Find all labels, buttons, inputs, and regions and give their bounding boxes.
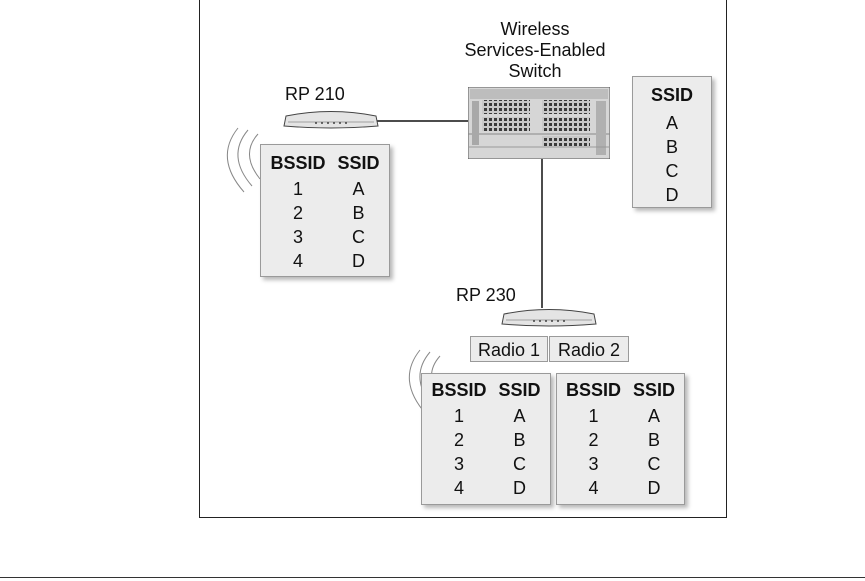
bssid-cell: 1 — [588, 405, 599, 426]
table-row: 3 C — [264, 225, 385, 249]
ssid-cell: A — [513, 405, 526, 426]
ssid-cell: A — [648, 405, 661, 426]
switch-ssid-panel: SSID A B C D — [632, 76, 712, 208]
bssid-cell: 3 — [453, 453, 464, 474]
switch-ssid-item: A — [665, 113, 678, 133]
table-row: 4 D — [425, 476, 546, 500]
switch-title-line1: Wireless — [500, 19, 570, 39]
ssid-cell: D — [513, 477, 526, 498]
ssid-cell: D — [647, 477, 661, 498]
table-header-bssid: BSSID — [431, 379, 487, 400]
access-point-icon — [501, 309, 597, 327]
table-row: 2 B — [425, 428, 546, 452]
table-row: 4 D — [264, 249, 385, 273]
table-header-bssid: BSSID — [270, 152, 326, 173]
bssid-cell: 4 — [588, 477, 599, 498]
switch-ssid-item: D — [665, 185, 679, 205]
bssid-cell: 1 — [453, 405, 464, 426]
ssid-cell: C — [647, 453, 661, 474]
ssid-cell: C — [352, 226, 365, 247]
access-point-icon — [283, 111, 379, 129]
wireless-waves-icon — [226, 127, 261, 193]
rp210-bssid-table: BSSID SSID 1 A 2 B 3 C 4 D — [260, 144, 390, 277]
ssid-cell: A — [352, 178, 365, 199]
switch-title-line2: Services-Enabled — [464, 40, 606, 60]
rp230-label: RP 230 — [456, 285, 516, 305]
table-row: 4 D — [560, 476, 681, 500]
radio2-bssid-table: BSSID SSID 1 A 2 B 3 C 4 D — [556, 373, 685, 505]
radio2-label: Radio 2 — [549, 336, 629, 362]
rp210-label: RP 210 — [285, 84, 345, 104]
ssid-cell: B — [648, 429, 661, 450]
switch-ssid-item: C — [665, 161, 679, 181]
radio1-bssid-table: BSSID SSID 1 A 2 B 3 C 4 D — [421, 373, 551, 505]
table-header-ssid: SSID — [337, 152, 380, 173]
switch-ssid-header: SSID — [650, 85, 693, 105]
switch-ssid-item: B — [665, 137, 678, 157]
bssid-cell: 2 — [588, 429, 599, 450]
table-header-ssid: SSID — [633, 379, 676, 400]
table-header-ssid: SSID — [498, 379, 541, 400]
bssid-cell: 4 — [453, 477, 464, 498]
bssid-cell: 3 — [292, 226, 303, 247]
bssid-cell: 1 — [292, 178, 303, 199]
table-row: 1 A — [425, 404, 546, 428]
ssid-cell: C — [513, 453, 526, 474]
table-row: 1 A — [560, 404, 681, 428]
bssid-cell: 2 — [453, 429, 464, 450]
ssid-cell: D — [352, 250, 365, 271]
switch-title-line3: Switch — [508, 61, 562, 81]
table-header-bssid: BSSID — [565, 379, 621, 400]
table-row: 1 A — [264, 177, 385, 201]
bssid-cell: 3 — [588, 453, 599, 474]
table-row: 2 B — [560, 428, 681, 452]
table-row: 3 C — [560, 452, 681, 476]
bssid-cell: 4 — [292, 250, 303, 271]
switch-title: Wireless Services-Enabled Switch — [440, 19, 630, 82]
bssid-cell: 2 — [292, 202, 303, 223]
table-row: 3 C — [425, 452, 546, 476]
radio1-label: Radio 1 — [470, 336, 548, 362]
page-footer-rule — [0, 577, 865, 578]
ssid-cell: B — [513, 429, 526, 450]
ssid-cell: B — [352, 202, 365, 223]
table-row: 2 B — [264, 201, 385, 225]
switch-chassis-icon — [468, 87, 610, 159]
